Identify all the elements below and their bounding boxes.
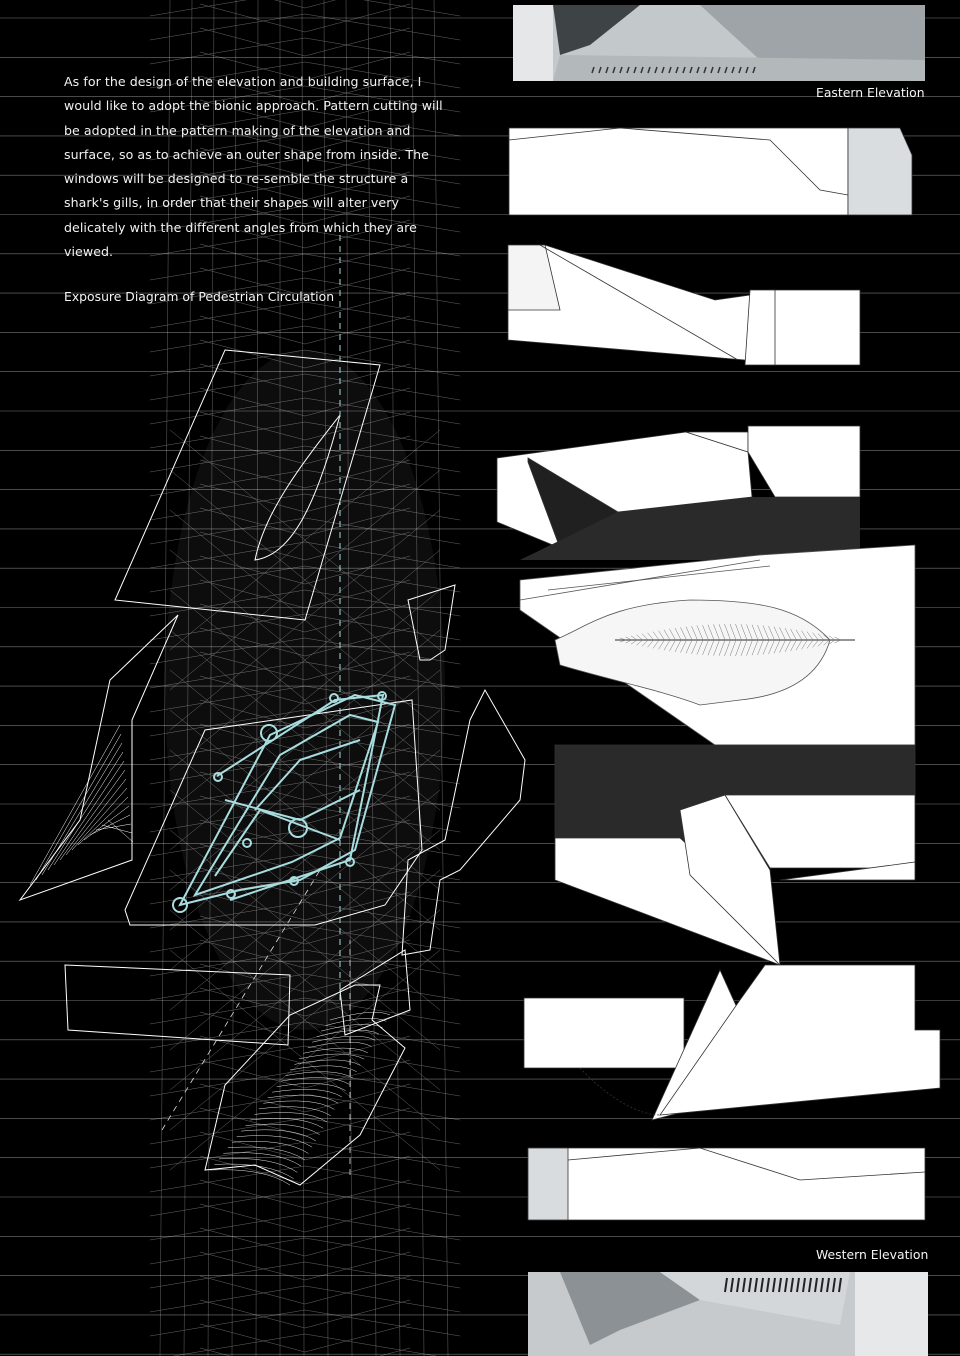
sculpture-outline — [204, 984, 406, 1186]
eastern-elevation-line — [508, 127, 913, 216]
section-two — [496, 425, 861, 560]
western-elevation-line — [527, 1147, 926, 1221]
western-render-gills — [724, 1277, 842, 1293]
pedestrian-flow-grid — [149, 0, 461, 1356]
axis-dashed-2 — [161, 869, 321, 1131]
section-one — [507, 244, 861, 366]
roof-plate — [114, 349, 381, 621]
sculpture-wireframe — [209, 1011, 391, 1186]
circulation-paths — [178, 693, 397, 907]
circulation-nodes — [172, 691, 387, 913]
lower-slab-left — [64, 964, 291, 1046]
section-four — [523, 964, 941, 1121]
eastern-render-gills — [591, 66, 756, 74]
western-elevation-render — [528, 1272, 928, 1356]
section-three — [554, 744, 916, 967]
grid-glow — [165, 350, 445, 1030]
left-plate-hatching — [29, 724, 134, 886]
intro-paragraph: As for the design of the elevation and b… — [64, 74, 443, 260]
ground-plate — [124, 699, 423, 926]
right-wall-plate — [407, 584, 456, 661]
western-elevation-label: Western Elevation — [816, 1247, 929, 1262]
diagram-title: Exposure Diagram of Pedestrian Circulati… — [64, 289, 335, 304]
left-floor-plate — [18, 614, 179, 902]
lower-slab-right — [339, 949, 411, 1036]
eastern-elevation-label: Eastern Elevation — [816, 85, 925, 100]
fish-pattern — [619, 623, 841, 657]
roof-leaf-outline — [254, 414, 341, 561]
eastern-elevation-render — [513, 5, 925, 81]
exploded-building-diagram — [18, 349, 526, 1046]
